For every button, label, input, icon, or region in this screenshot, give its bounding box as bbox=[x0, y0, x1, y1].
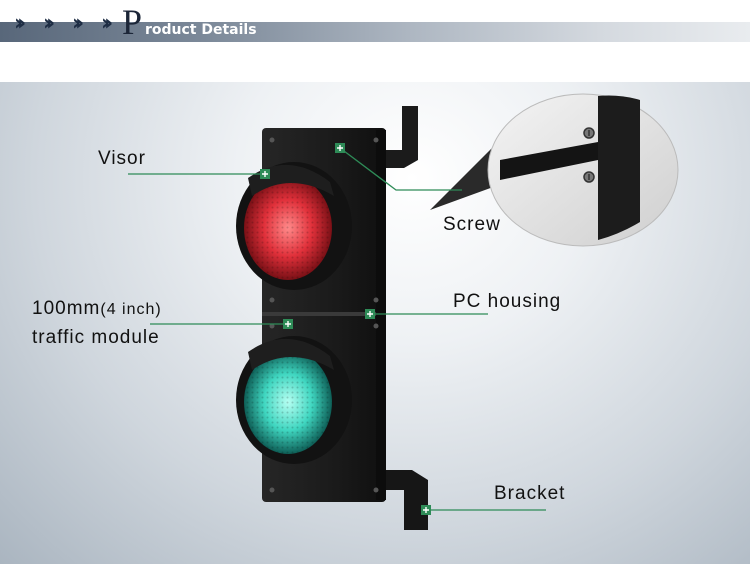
bottom-bracket bbox=[384, 470, 428, 530]
plus-marker-icon bbox=[335, 143, 345, 153]
section-title-initial: P bbox=[122, 2, 143, 42]
module-size-mm: 100mm bbox=[32, 298, 101, 319]
module-size-label: 100mm(4 inch) bbox=[32, 298, 162, 320]
double-chevron-right-icon: ›› bbox=[43, 11, 55, 36]
callout-markers bbox=[260, 143, 431, 515]
red-signal-module bbox=[236, 162, 352, 290]
section-title: roduct Details bbox=[145, 22, 257, 38]
header: ›› ›› ›› ›› P roduct Details bbox=[0, 0, 750, 82]
double-chevron-right-icon: ›› bbox=[14, 11, 26, 36]
double-chevron-right-icon: ›› bbox=[72, 11, 84, 36]
screw-callout-line bbox=[339, 147, 462, 191]
pc-housing-label: PC housing bbox=[453, 291, 562, 312]
visor-label: Visor bbox=[98, 148, 146, 169]
green-signal-module bbox=[236, 336, 352, 464]
double-chevron-right-icon: ›› bbox=[101, 11, 113, 36]
module-name-label: traffic module bbox=[32, 327, 160, 348]
plus-marker-icon bbox=[421, 505, 431, 515]
top-bracket bbox=[384, 106, 418, 168]
chevron-icons: ›› ›› ›› ›› bbox=[14, 6, 127, 42]
module-size-inch: (4 inch) bbox=[100, 301, 162, 318]
plus-marker-icon bbox=[260, 169, 270, 179]
screw-zoom-detail bbox=[430, 93, 679, 247]
header-bar bbox=[0, 22, 750, 42]
plus-marker-icon bbox=[283, 319, 293, 329]
screw-label: Screw bbox=[443, 214, 501, 235]
bracket-label: Bracket bbox=[494, 483, 566, 504]
callout-lines bbox=[128, 147, 546, 511]
plus-marker-icon bbox=[365, 309, 375, 319]
